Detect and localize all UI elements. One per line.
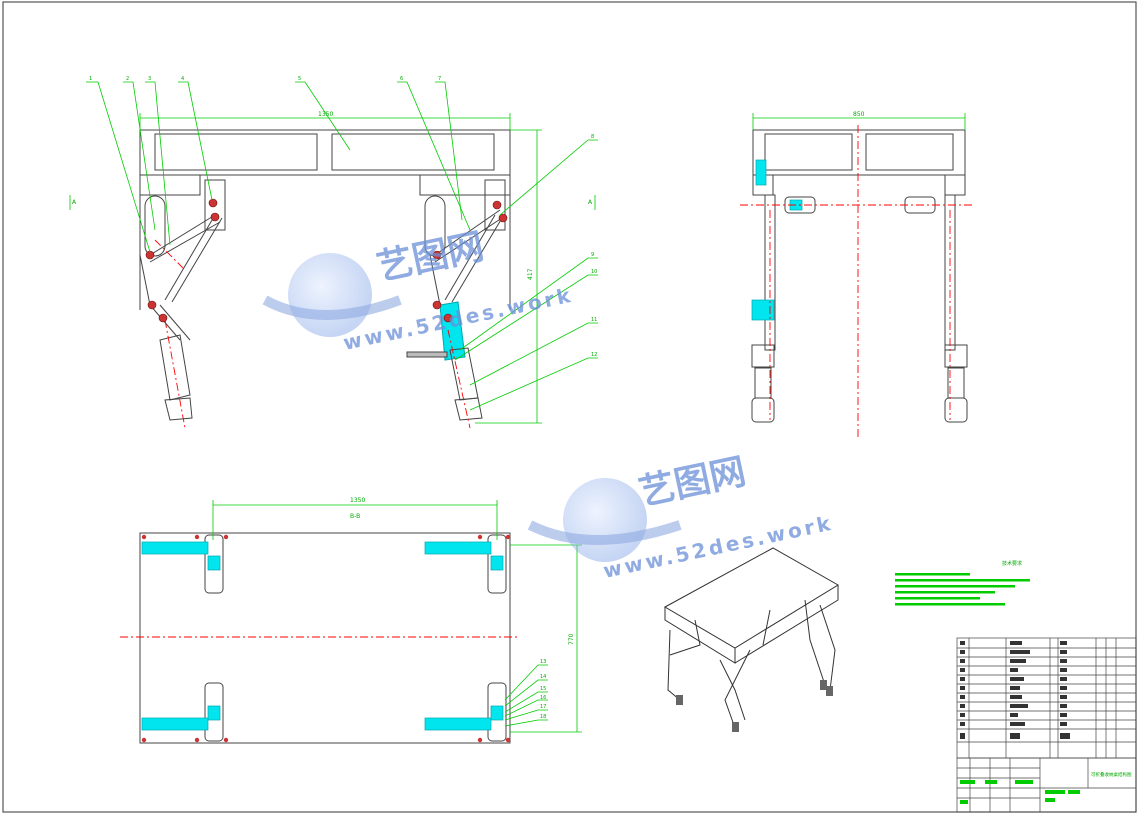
callout-label: 10 xyxy=(591,269,597,275)
plan-parts xyxy=(141,541,504,731)
watermark-lower: 艺图网 www.52des.work xyxy=(527,451,835,583)
title-block xyxy=(956,757,1137,813)
front-width-dim: 1350 xyxy=(318,111,333,118)
plan-view xyxy=(139,532,511,744)
side-dimensions xyxy=(752,113,966,130)
watermark-cn: 艺图网 xyxy=(373,226,487,289)
notes-title: 技术要求 xyxy=(1002,560,1022,567)
plan-section-label: B-B xyxy=(350,513,360,520)
watermark-cn: 艺图网 xyxy=(635,451,749,514)
plan-dimensions xyxy=(212,500,582,733)
callout-label: 18 xyxy=(540,714,546,720)
callout-label: 9 xyxy=(591,252,594,258)
watermark-upper: 艺图网 www.52des.work xyxy=(262,226,575,355)
callout-label: 8 xyxy=(591,134,594,140)
side-view xyxy=(751,129,968,423)
callout-label: 15 xyxy=(540,686,546,692)
section-mark-lines xyxy=(69,195,596,210)
side-width-dim: 850 xyxy=(853,111,865,118)
side-highlights xyxy=(751,159,803,321)
plan-width-dim: 1350 xyxy=(350,497,365,504)
technical-notes xyxy=(895,573,1030,606)
side-centerlines xyxy=(740,125,975,440)
front-view xyxy=(139,129,511,421)
plan-height-dim: 770 xyxy=(568,633,575,645)
front-pivots xyxy=(145,198,508,323)
isometric-view xyxy=(663,547,839,729)
front-leaders xyxy=(86,81,598,411)
parts-list xyxy=(956,637,1137,759)
callout-label: 2 xyxy=(126,76,129,82)
isometric-feet xyxy=(676,680,833,732)
drawing-name: 可折叠收纳桌结构图 xyxy=(1091,771,1132,778)
callout-label: 17 xyxy=(540,704,546,710)
callout-label: 1 xyxy=(89,76,92,82)
callout-label: 14 xyxy=(540,674,546,680)
callout-label: 3 xyxy=(148,76,151,82)
callout-label: 6 xyxy=(400,76,403,82)
plan-callout-labels: 13 14 15 16 17 18 xyxy=(540,659,546,720)
callout-label: 12 xyxy=(591,352,597,358)
parts-list-entries xyxy=(960,641,1070,739)
section-mark-right: A xyxy=(588,199,593,206)
callout-label: 4 xyxy=(181,76,184,82)
section-mark-left: A xyxy=(72,199,77,206)
front-dimensions xyxy=(139,113,542,424)
front-centerlines xyxy=(154,239,471,429)
front-callout-labels: 1 2 3 4 5 6 7 8 9 10 11 12 xyxy=(89,76,597,358)
callout-label: 13 xyxy=(540,659,546,665)
title-block-entries xyxy=(960,780,1080,804)
callout-label: 5 xyxy=(298,76,301,82)
front-height-dim: 417 xyxy=(527,268,534,280)
plan-bolts xyxy=(141,534,511,743)
callout-label: 16 xyxy=(540,695,546,701)
callout-label: 11 xyxy=(591,317,597,323)
callout-label: 7 xyxy=(438,76,441,82)
